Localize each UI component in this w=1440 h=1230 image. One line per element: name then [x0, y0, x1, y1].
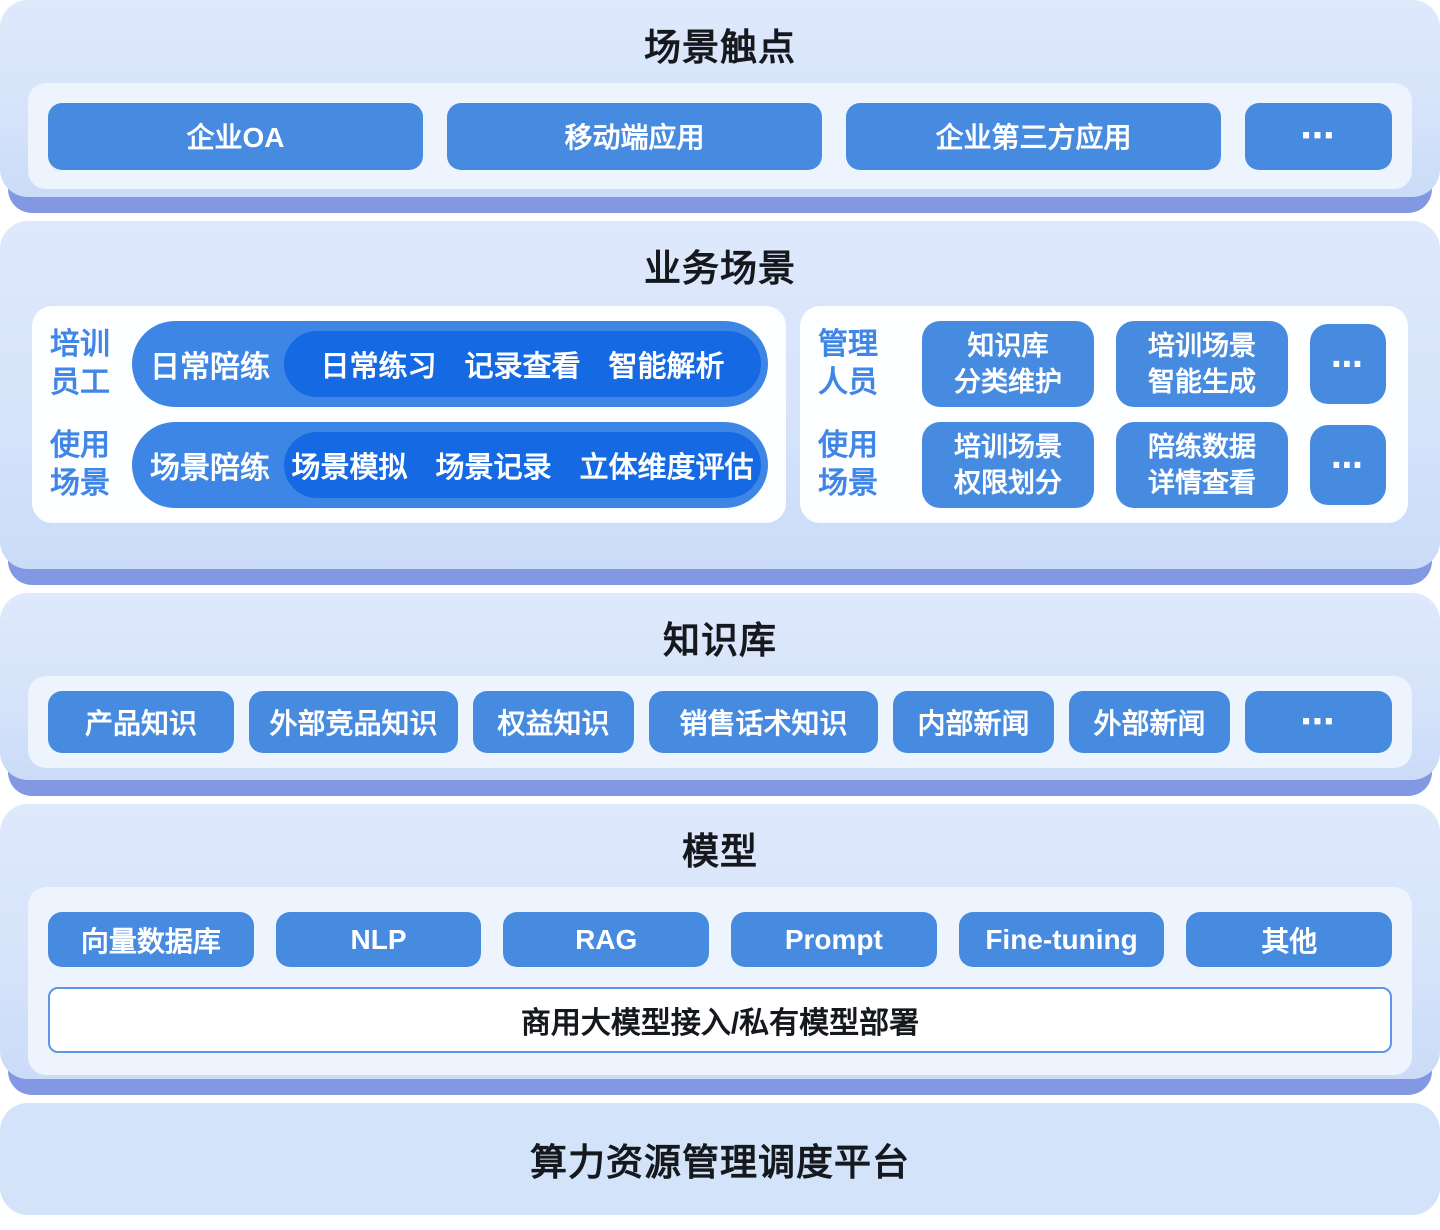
role-label-line: 员工	[50, 366, 110, 399]
chip-competitor-knowledge[interactable]: 外部竞品知识	[249, 691, 458, 753]
chip-internal-news[interactable]: 内部新闻	[893, 691, 1054, 753]
section-title-touchpoints: 场景触点	[644, 27, 796, 68]
chip-label-line: 培训场景	[1148, 331, 1256, 361]
chip-more-touchpoints[interactable]: ⋯	[1245, 102, 1392, 170]
role-label-admin-staff: 管理 人员	[818, 326, 882, 402]
section-title-knowledge: 知识库	[663, 620, 777, 661]
admin-staff-subpanel: 管理 人员 知识库 分类维护 培训场景 智能生成 ⋯	[800, 306, 1408, 523]
chip-prompt[interactable]: Prompt	[731, 912, 937, 967]
chip-enterprise-oa[interactable]: 企业OA	[48, 102, 423, 170]
model-button-row: 向量数据库 NLP RAG Prompt Fine-tuning 其他	[48, 912, 1393, 967]
chip-label-line: 分类维护	[954, 367, 1062, 397]
pill-item[interactable]: 场景模拟	[291, 452, 408, 484]
role-label-usage-scene: 使用 场景	[50, 427, 114, 503]
role-label-line: 培训	[50, 328, 110, 361]
section-title-compute-platform: 算力资源管理调度平台	[530, 1142, 910, 1183]
pill-label: 日常陪练	[150, 351, 270, 384]
chip-more-knowledge[interactable]: ⋯	[1245, 691, 1392, 753]
pill-item[interactable]: 场景记录	[435, 452, 552, 484]
admin-row: 管理 人员 知识库 分类维护 培训场景 智能生成 ⋯	[818, 321, 1390, 407]
chip-rag[interactable]: RAG	[503, 912, 710, 967]
chip-label-line: 培训场景	[954, 432, 1062, 462]
model-panel: 模型 向量数据库 NLP RAG Prompt Fine-tuning 其他 商…	[0, 804, 1440, 1079]
chip-more-usage[interactable]: ⋯	[1310, 425, 1386, 505]
chip-scene-auto-generate[interactable]: 培训场景 智能生成	[1116, 321, 1288, 407]
chip-benefits-knowledge[interactable]: 权益知识	[473, 691, 634, 753]
section-title-business: 业务场景	[644, 248, 796, 289]
knowledge-button-strip: 产品知识 外部竞品知识 权益知识 销售话术知识 内部新闻 外部新闻 ⋯	[28, 676, 1412, 768]
section-model: 模型 向量数据库 NLP RAG Prompt Fine-tuning 其他 商…	[0, 804, 1440, 1095]
section-knowledge-base: 知识库 产品知识 外部竞品知识 权益知识 销售话术知识 内部新闻 外部新闻 ⋯	[0, 593, 1440, 796]
role-label-line: 使用	[50, 429, 110, 462]
section-compute-platform: 算力资源管理调度平台	[0, 1103, 1440, 1215]
chip-third-party-app[interactable]: 企业第三方应用	[846, 102, 1221, 170]
pill-inner-scene: 场景模拟 场景记录 立体维度评估	[284, 432, 761, 498]
model-access-bar: 商用大模型接入/私有模型部署	[48, 987, 1392, 1053]
chip-sparring-data-detail[interactable]: 陪练数据 详情查看	[1116, 422, 1288, 508]
pill-item[interactable]: 立体维度评估	[579, 452, 754, 484]
chip-mobile-app[interactable]: 移动端应用	[447, 102, 822, 170]
section-business-scenes: 业务场景 培训 员工 日常陪练 日常练习 记录查看 智能	[0, 221, 1440, 585]
business-panel: 业务场景 培训 员工 日常陪练 日常练习 记录查看 智能	[0, 221, 1440, 569]
touchpoints-button-strip: 企业OA 移动端应用 企业第三方应用 ⋯	[28, 83, 1412, 189]
pill-scene-sparring[interactable]: 场景陪练 场景模拟 场景记录 立体维度评估	[132, 422, 768, 508]
chip-nlp[interactable]: NLP	[275, 912, 482, 967]
chip-label-line: 权限划分	[954, 468, 1062, 498]
scene-sparring-row: 使用 场景 场景陪练 场景模拟 场景记录 立体维度评估	[50, 422, 768, 508]
role-label-training-staff: 培训 员工	[50, 326, 114, 402]
chip-label-line: 陪练数据	[1148, 432, 1256, 462]
role-label-line: 场景	[818, 467, 878, 500]
admin-usage-row: 使用 场景 培训场景 权限划分 陪练数据 详情查看 ⋯	[818, 422, 1390, 508]
business-columns: 培训 员工 日常陪练 日常练习 记录查看 智能解析	[32, 306, 1408, 523]
chip-scene-permission[interactable]: 培训场景 权限划分	[922, 422, 1094, 508]
chip-vector-db[interactable]: 向量数据库	[48, 912, 254, 967]
training-staff-subpanel: 培训 员工 日常陪练 日常练习 记录查看 智能解析	[32, 306, 786, 523]
chip-label-line: 详情查看	[1148, 468, 1256, 498]
daily-sparring-row: 培训 员工 日常陪练 日常练习 记录查看 智能解析	[50, 321, 768, 407]
knowledge-panel: 知识库 产品知识 外部竞品知识 权益知识 销售话术知识 内部新闻 外部新闻 ⋯	[0, 593, 1440, 780]
chip-kb-classification[interactable]: 知识库 分类维护	[922, 321, 1094, 407]
chip-product-knowledge[interactable]: 产品知识	[48, 691, 234, 753]
pill-daily-sparring[interactable]: 日常陪练 日常练习 记录查看 智能解析	[132, 321, 768, 407]
role-label-usage-scene: 使用 场景	[818, 427, 882, 503]
chip-sales-script-knowledge[interactable]: 销售话术知识	[649, 691, 878, 753]
section-title-model: 模型	[682, 831, 758, 872]
role-label-line: 场景	[50, 467, 110, 500]
chip-external-news[interactable]: 外部新闻	[1069, 691, 1230, 753]
compute-platform-panel: 算力资源管理调度平台	[0, 1103, 1440, 1215]
touchpoints-panel: 场景触点 企业OA 移动端应用 企业第三方应用 ⋯	[0, 0, 1440, 197]
chip-other[interactable]: 其他	[1186, 912, 1393, 967]
role-label-line: 管理	[818, 328, 878, 361]
pill-item[interactable]: 智能解析	[608, 351, 725, 383]
pill-label: 场景陪练	[150, 452, 270, 485]
chip-fine-tuning[interactable]: Fine-tuning	[958, 912, 1165, 967]
role-label-line: 使用	[818, 429, 878, 462]
model-strip: 向量数据库 NLP RAG Prompt Fine-tuning 其他 商用大模…	[28, 887, 1412, 1075]
chip-more-admin[interactable]: ⋯	[1310, 324, 1386, 404]
chip-label-line: 智能生成	[1148, 367, 1256, 397]
chip-label-line: 知识库	[967, 331, 1049, 361]
role-label-line: 人员	[818, 366, 878, 399]
pill-item[interactable]: 日常练习	[320, 351, 437, 383]
pill-item[interactable]: 记录查看	[464, 351, 581, 383]
section-touchpoints: 场景触点 企业OA 移动端应用 企业第三方应用 ⋯	[0, 0, 1440, 213]
pill-inner-daily: 日常练习 记录查看 智能解析	[284, 331, 761, 397]
